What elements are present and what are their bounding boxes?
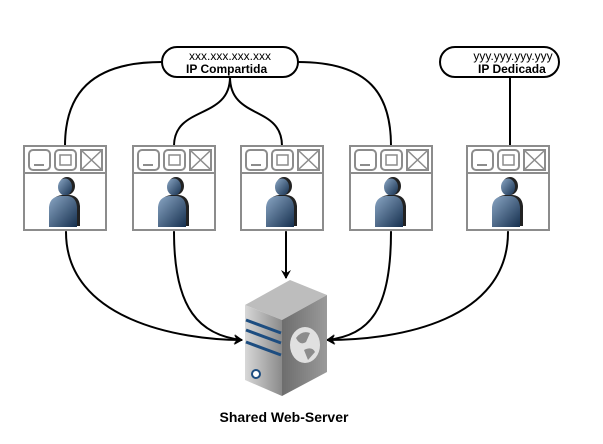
shared-ip-link-2 (173, 76, 231, 147)
server-label: Shared Web-Server (220, 409, 349, 425)
server-globe-icon (245, 280, 327, 396)
dedicated-ip-label: IP Dedicada (478, 62, 546, 76)
client-window-2-user-icon (132, 145, 216, 231)
shared-ip-bubble: xxx.xxx.xxx.xxx IP Compartida (161, 46, 299, 78)
shared-ip-address: xxx.xxx.xxx.xxx (189, 49, 271, 63)
dedicated-ip-bubble: yyy.yyy.yyy.yyy IP Dedicada (439, 46, 560, 78)
connection-arrow-4 (326, 223, 397, 345)
client-window-3-user-icon (240, 145, 324, 231)
connection-arrow-1 (60, 223, 243, 345)
connection-arrow-2 (168, 223, 243, 345)
client-window-1-user-icon (23, 145, 107, 231)
client-window-5-user-icon (466, 145, 550, 231)
dedicated-ip-address: yyy.yyy.yyy.yyy (473, 49, 552, 63)
client-window-4-user-icon (349, 145, 433, 231)
shared-ip-link-1 (64, 61, 163, 147)
connection-arrow-5 (326, 223, 514, 345)
shared-ip-link-4 (297, 61, 392, 147)
shared-ip-label: IP Compartida (186, 62, 267, 76)
shared-ip-link-3 (229, 76, 283, 147)
